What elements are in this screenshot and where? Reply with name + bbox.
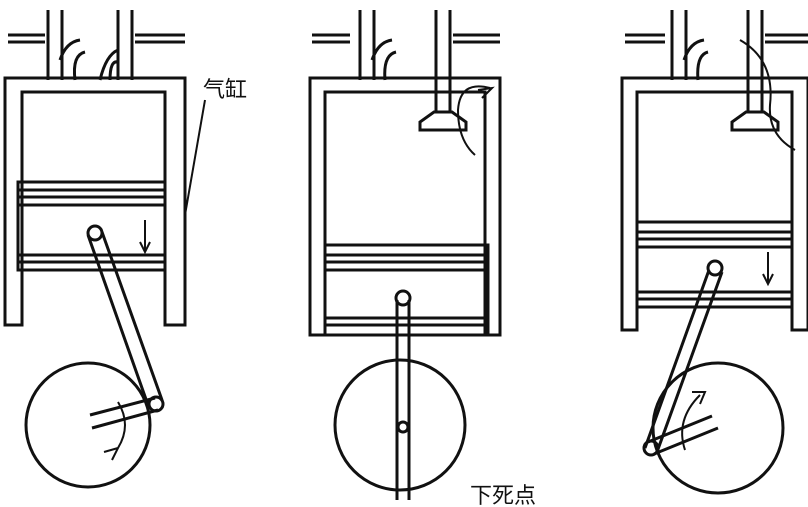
cylinder-1-crank-disc [24,361,152,489]
cylinder-1-intake-valve [8,10,86,81]
cylinder-2-exhaust-valve [418,10,500,132]
cylinder-3-piston-rings [637,230,792,301]
cylinder-2-wall [308,76,502,337]
cylinder-3-crank-arm [647,414,719,456]
cylinder-1-piston [16,180,167,272]
cylinder-1-wall [3,76,187,327]
cylinder-1-rotation-arrow [103,401,126,461]
cylinder-3-arrow-down [762,252,774,287]
cylinder-2-airflow-arrow [456,85,495,156]
cylinder-1-piston-pin [86,224,104,242]
cylinder-2-intake-valve [312,10,397,81]
cylinder-1-piston-rings [18,188,165,264]
cylinder-2-piston [323,243,490,337]
cylinder-2-piston-rings [325,253,488,327]
cylinder-1-connecting-rod [86,231,164,406]
cylinder-3-piston-pin [706,259,724,277]
cylinder-label: 气缸 [203,78,248,103]
cylinder-2 [308,10,502,500]
cylinder-3-rotation-arrow [681,391,707,451]
cylinder-2-crank-pin [396,420,410,434]
cylinder-3-intake-valve [625,10,709,81]
cylinder-2-piston-pin [394,289,412,307]
cylinder-leader-line [184,99,206,216]
cylinder-2-connecting-rod [395,300,411,500]
cylinder-1 [3,10,206,489]
cylinder-3-crank-pin [642,439,660,457]
cylinder-3-airflow-arrow [739,39,796,151]
cylinder-3-piston [635,220,794,309]
cylinder-3 [620,10,808,495]
bottom-dead-center-label: 下死点 [470,484,537,507]
cylinder-1-arrow-down [139,220,151,255]
cylinder-1-crank-pin [147,395,165,413]
cylinder-2-crank-disc [333,358,467,492]
cylinder-1-exhaust-valve [98,10,185,81]
cylinder-3-connecting-rod [643,269,724,453]
